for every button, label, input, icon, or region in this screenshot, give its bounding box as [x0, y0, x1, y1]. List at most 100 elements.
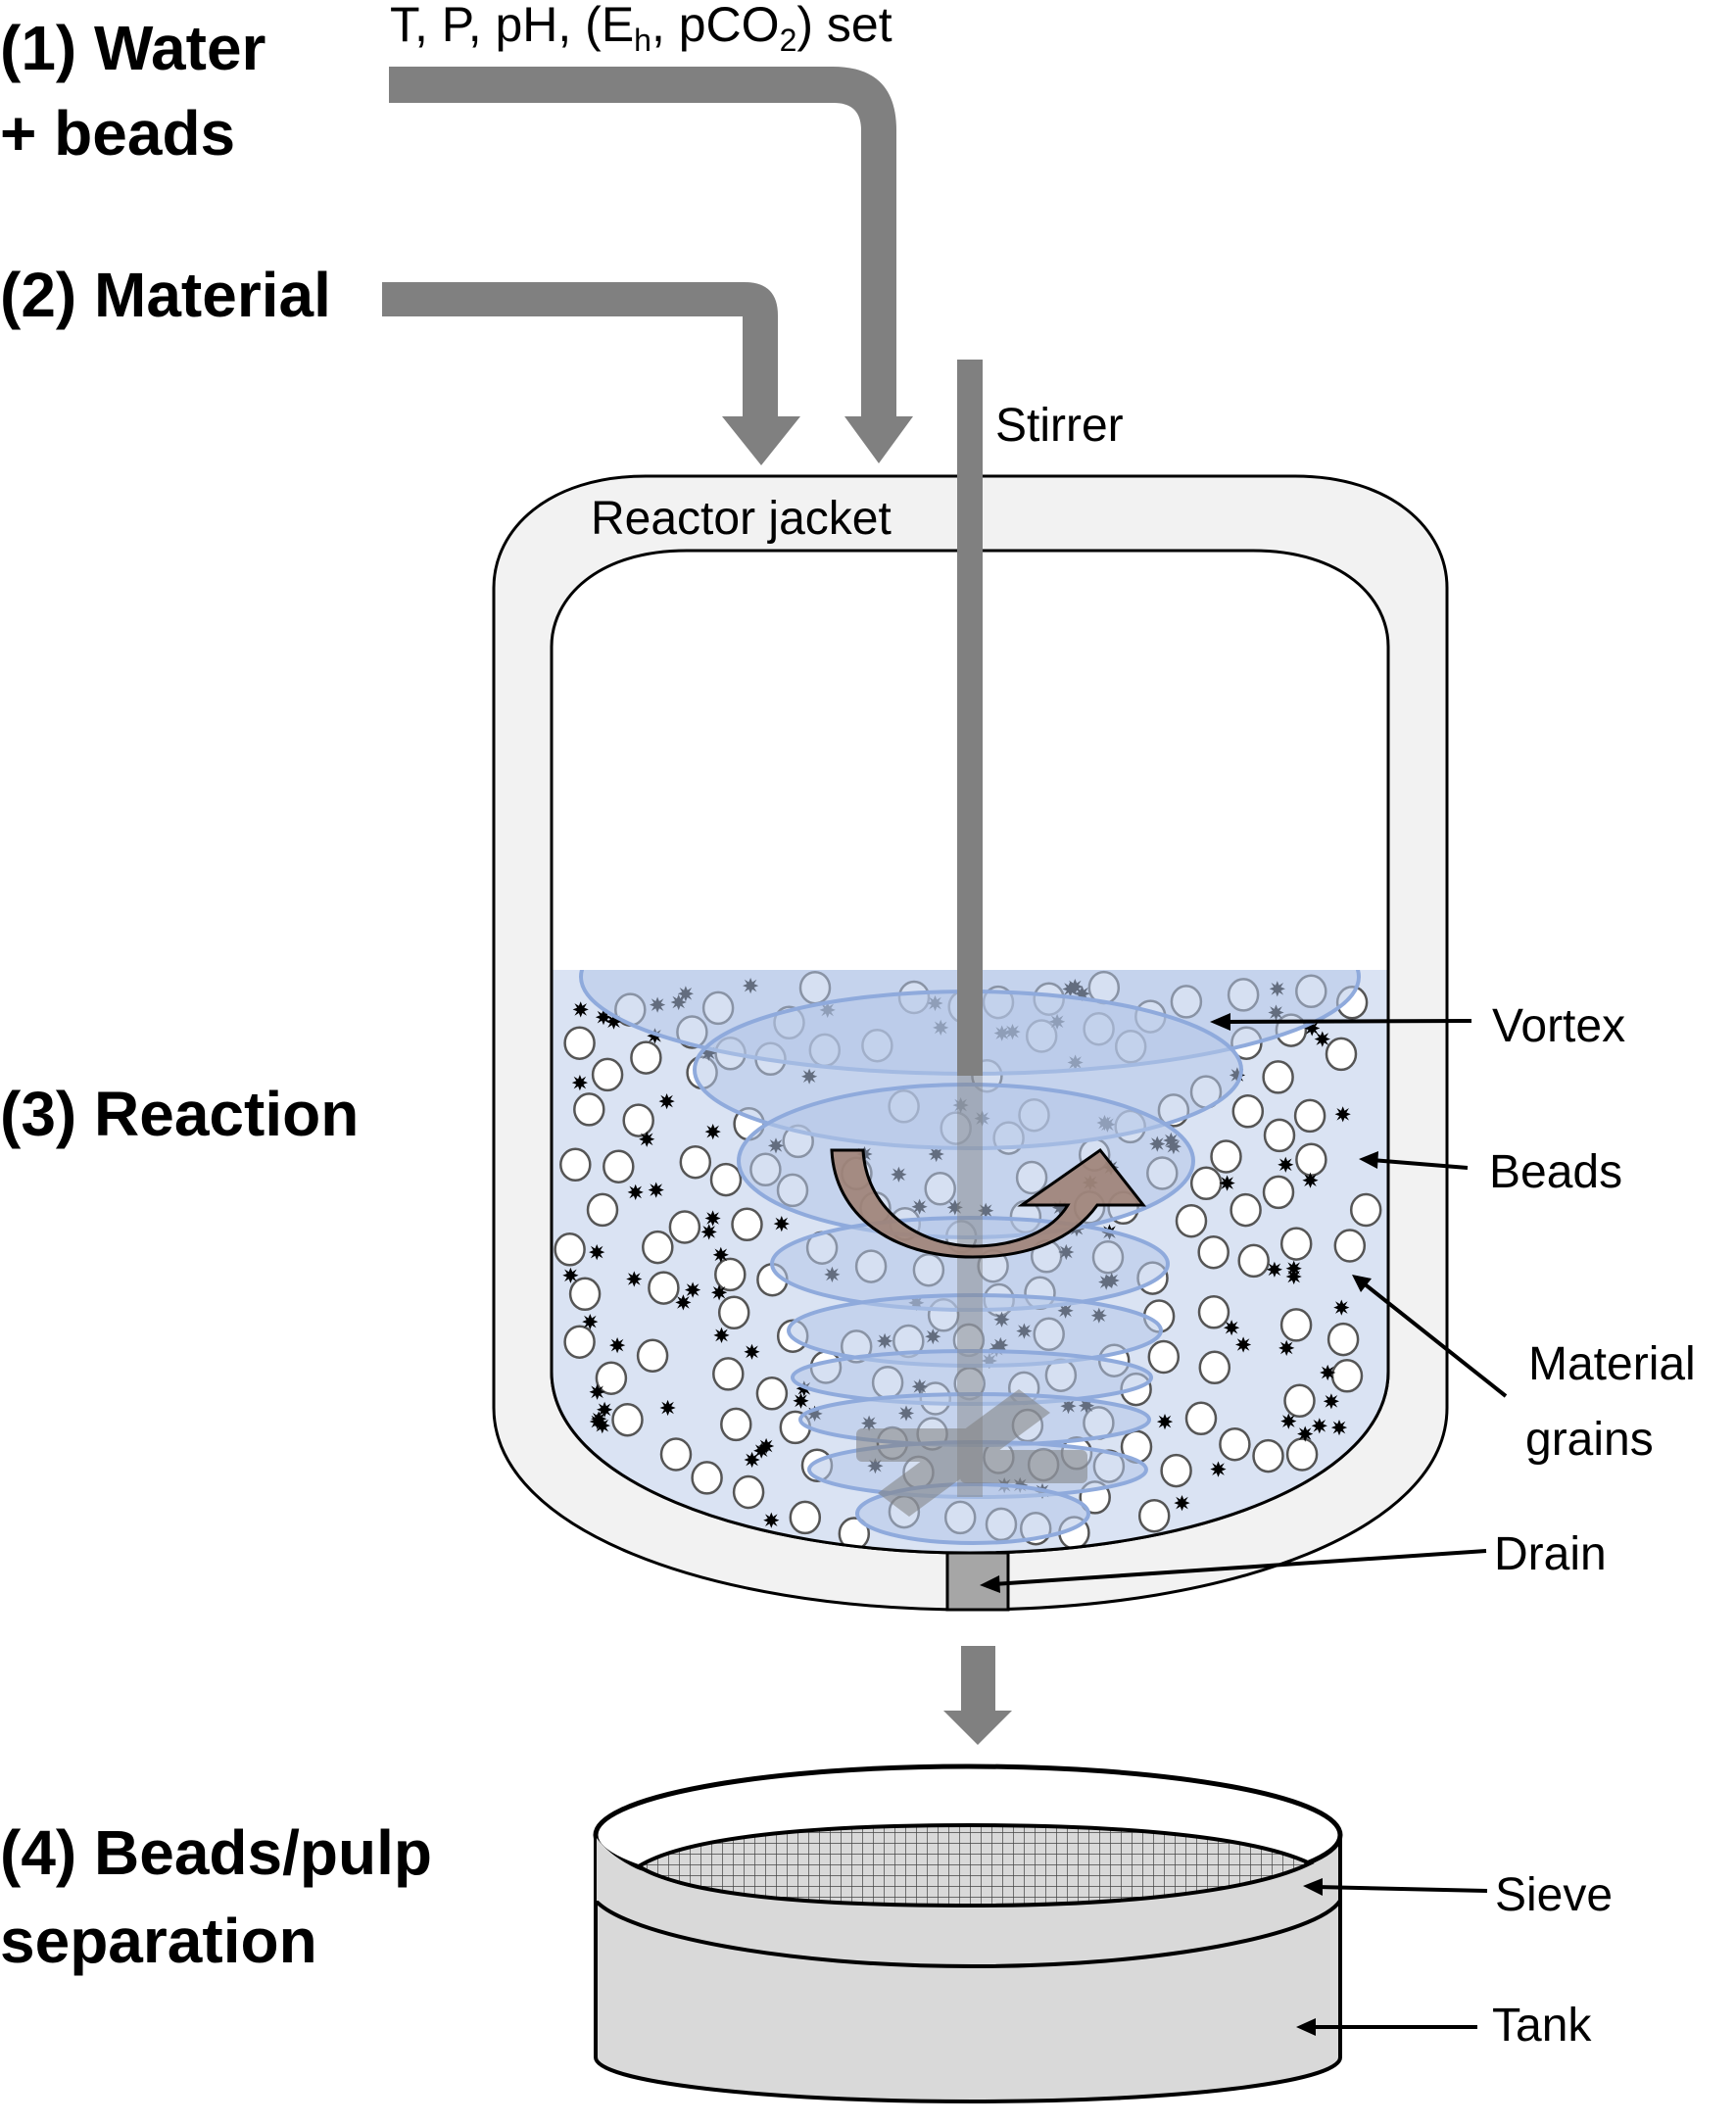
- material-grain: [704, 1210, 721, 1227]
- material-grain: [1302, 1172, 1319, 1188]
- material-grain: [793, 1392, 809, 1409]
- material-grain: [594, 1418, 610, 1434]
- bead: [732, 1474, 765, 1510]
- bead: [568, 1277, 602, 1312]
- sieve-tank: [593, 1763, 1343, 2104]
- bead: [659, 1437, 693, 1472]
- beads-label: Beads: [1489, 1146, 1622, 1198]
- bead: [1263, 1118, 1296, 1153]
- tank-callout: [1296, 2018, 1477, 2036]
- material-grain: [609, 1337, 626, 1354]
- bead: [554, 1232, 586, 1267]
- bead: [1137, 1498, 1171, 1533]
- material-grain: [562, 1267, 579, 1283]
- bead: [712, 1357, 745, 1391]
- material-grain: [1210, 1461, 1227, 1477]
- material-grain: [1156, 1414, 1174, 1430]
- bead: [691, 1461, 723, 1495]
- bead: [1285, 1437, 1319, 1472]
- material-grain: [700, 1224, 717, 1240]
- material-grain: [758, 1437, 775, 1455]
- bead: [1175, 1203, 1208, 1238]
- bead: [563, 1325, 596, 1359]
- reactor-jacket-label: Reactor jacket: [591, 493, 892, 545]
- step-1-label-line2: + beads: [0, 98, 235, 169]
- step-3-label: (3) Reaction: [0, 1079, 359, 1149]
- bead: [642, 1230, 674, 1265]
- material-grain: [627, 1183, 644, 1200]
- bead: [1184, 1401, 1218, 1436]
- material-grain: [1297, 1425, 1314, 1442]
- material-grain: [1278, 1156, 1294, 1173]
- material-grain: [1219, 1175, 1235, 1191]
- tank-label: Tank: [1492, 2000, 1592, 2052]
- bead: [611, 1402, 644, 1437]
- material-grain: [572, 1001, 589, 1018]
- material-grain: [659, 1399, 676, 1417]
- vortex-label: Vortex: [1492, 1000, 1625, 1052]
- material-grains-label: Material: [1528, 1338, 1696, 1390]
- bead: [1333, 1229, 1367, 1263]
- material-grain: [1266, 1261, 1282, 1278]
- material-grain: [639, 1131, 655, 1147]
- material-grain: [1334, 1106, 1351, 1123]
- material-grain: [658, 1093, 675, 1110]
- material-grain: [626, 1271, 643, 1287]
- material-grain: [1323, 1393, 1339, 1410]
- drain: [945, 1551, 1010, 1612]
- bead: [1197, 1295, 1230, 1329]
- bead: [1262, 1175, 1295, 1210]
- bead: [1231, 1094, 1265, 1129]
- material-grain: [582, 1314, 599, 1330]
- material-grain: [704, 1124, 721, 1140]
- bead: [563, 1026, 596, 1060]
- material-grain: [589, 1383, 605, 1400]
- sieve-label: Sieve: [1495, 1869, 1613, 1921]
- bead: [1283, 1383, 1316, 1419]
- bead: [1160, 1453, 1192, 1488]
- material-grain: [589, 1244, 605, 1261]
- material-grain: [1174, 1495, 1190, 1512]
- bead: [636, 1338, 669, 1374]
- bead: [1325, 1037, 1358, 1072]
- material-grain: [1333, 1299, 1350, 1316]
- bead: [789, 1500, 822, 1535]
- bead: [720, 1407, 752, 1442]
- bead: [1147, 1339, 1181, 1375]
- bead: [714, 1257, 747, 1292]
- step-2-label: (2) Material: [0, 260, 331, 330]
- bead: [1198, 1350, 1231, 1385]
- bead: [679, 1144, 712, 1180]
- bead: [755, 1376, 789, 1411]
- drain-label: Drain: [1494, 1528, 1607, 1580]
- material-grain: [1280, 1413, 1297, 1429]
- sieve-callout: [1303, 1878, 1488, 1896]
- step-1-label: (1) Water: [0, 13, 265, 83]
- discharge-arrow: [943, 1646, 1012, 1745]
- sieve-band-edge: [594, 1899, 1342, 1969]
- step-4-label: (4) Beads/pulp: [0, 1817, 432, 1888]
- bead: [1349, 1192, 1382, 1228]
- tank: [594, 1833, 1342, 2104]
- bead: [1295, 1142, 1327, 1177]
- material-grain: [648, 1182, 664, 1198]
- bead: [1252, 1438, 1284, 1473]
- bead: [1230, 1192, 1262, 1228]
- impeller: [856, 1389, 1087, 1517]
- bead: [1210, 1139, 1242, 1174]
- bead: [648, 1271, 680, 1305]
- vortex-callout: [1210, 1013, 1472, 1031]
- material-grain: [597, 1401, 613, 1418]
- material-grain: [1330, 1420, 1348, 1436]
- material-grain: [713, 1327, 730, 1343]
- feed-pipe-water-beads: [389, 67, 913, 463]
- material-grain: [763, 1512, 780, 1528]
- drain-callout: [980, 1549, 1487, 1593]
- bead: [1330, 1359, 1364, 1393]
- material-grain: [1278, 1339, 1295, 1356]
- bead: [1279, 1308, 1313, 1342]
- bead: [559, 1147, 592, 1183]
- bead: [630, 1040, 662, 1075]
- material-grain: [711, 1284, 728, 1301]
